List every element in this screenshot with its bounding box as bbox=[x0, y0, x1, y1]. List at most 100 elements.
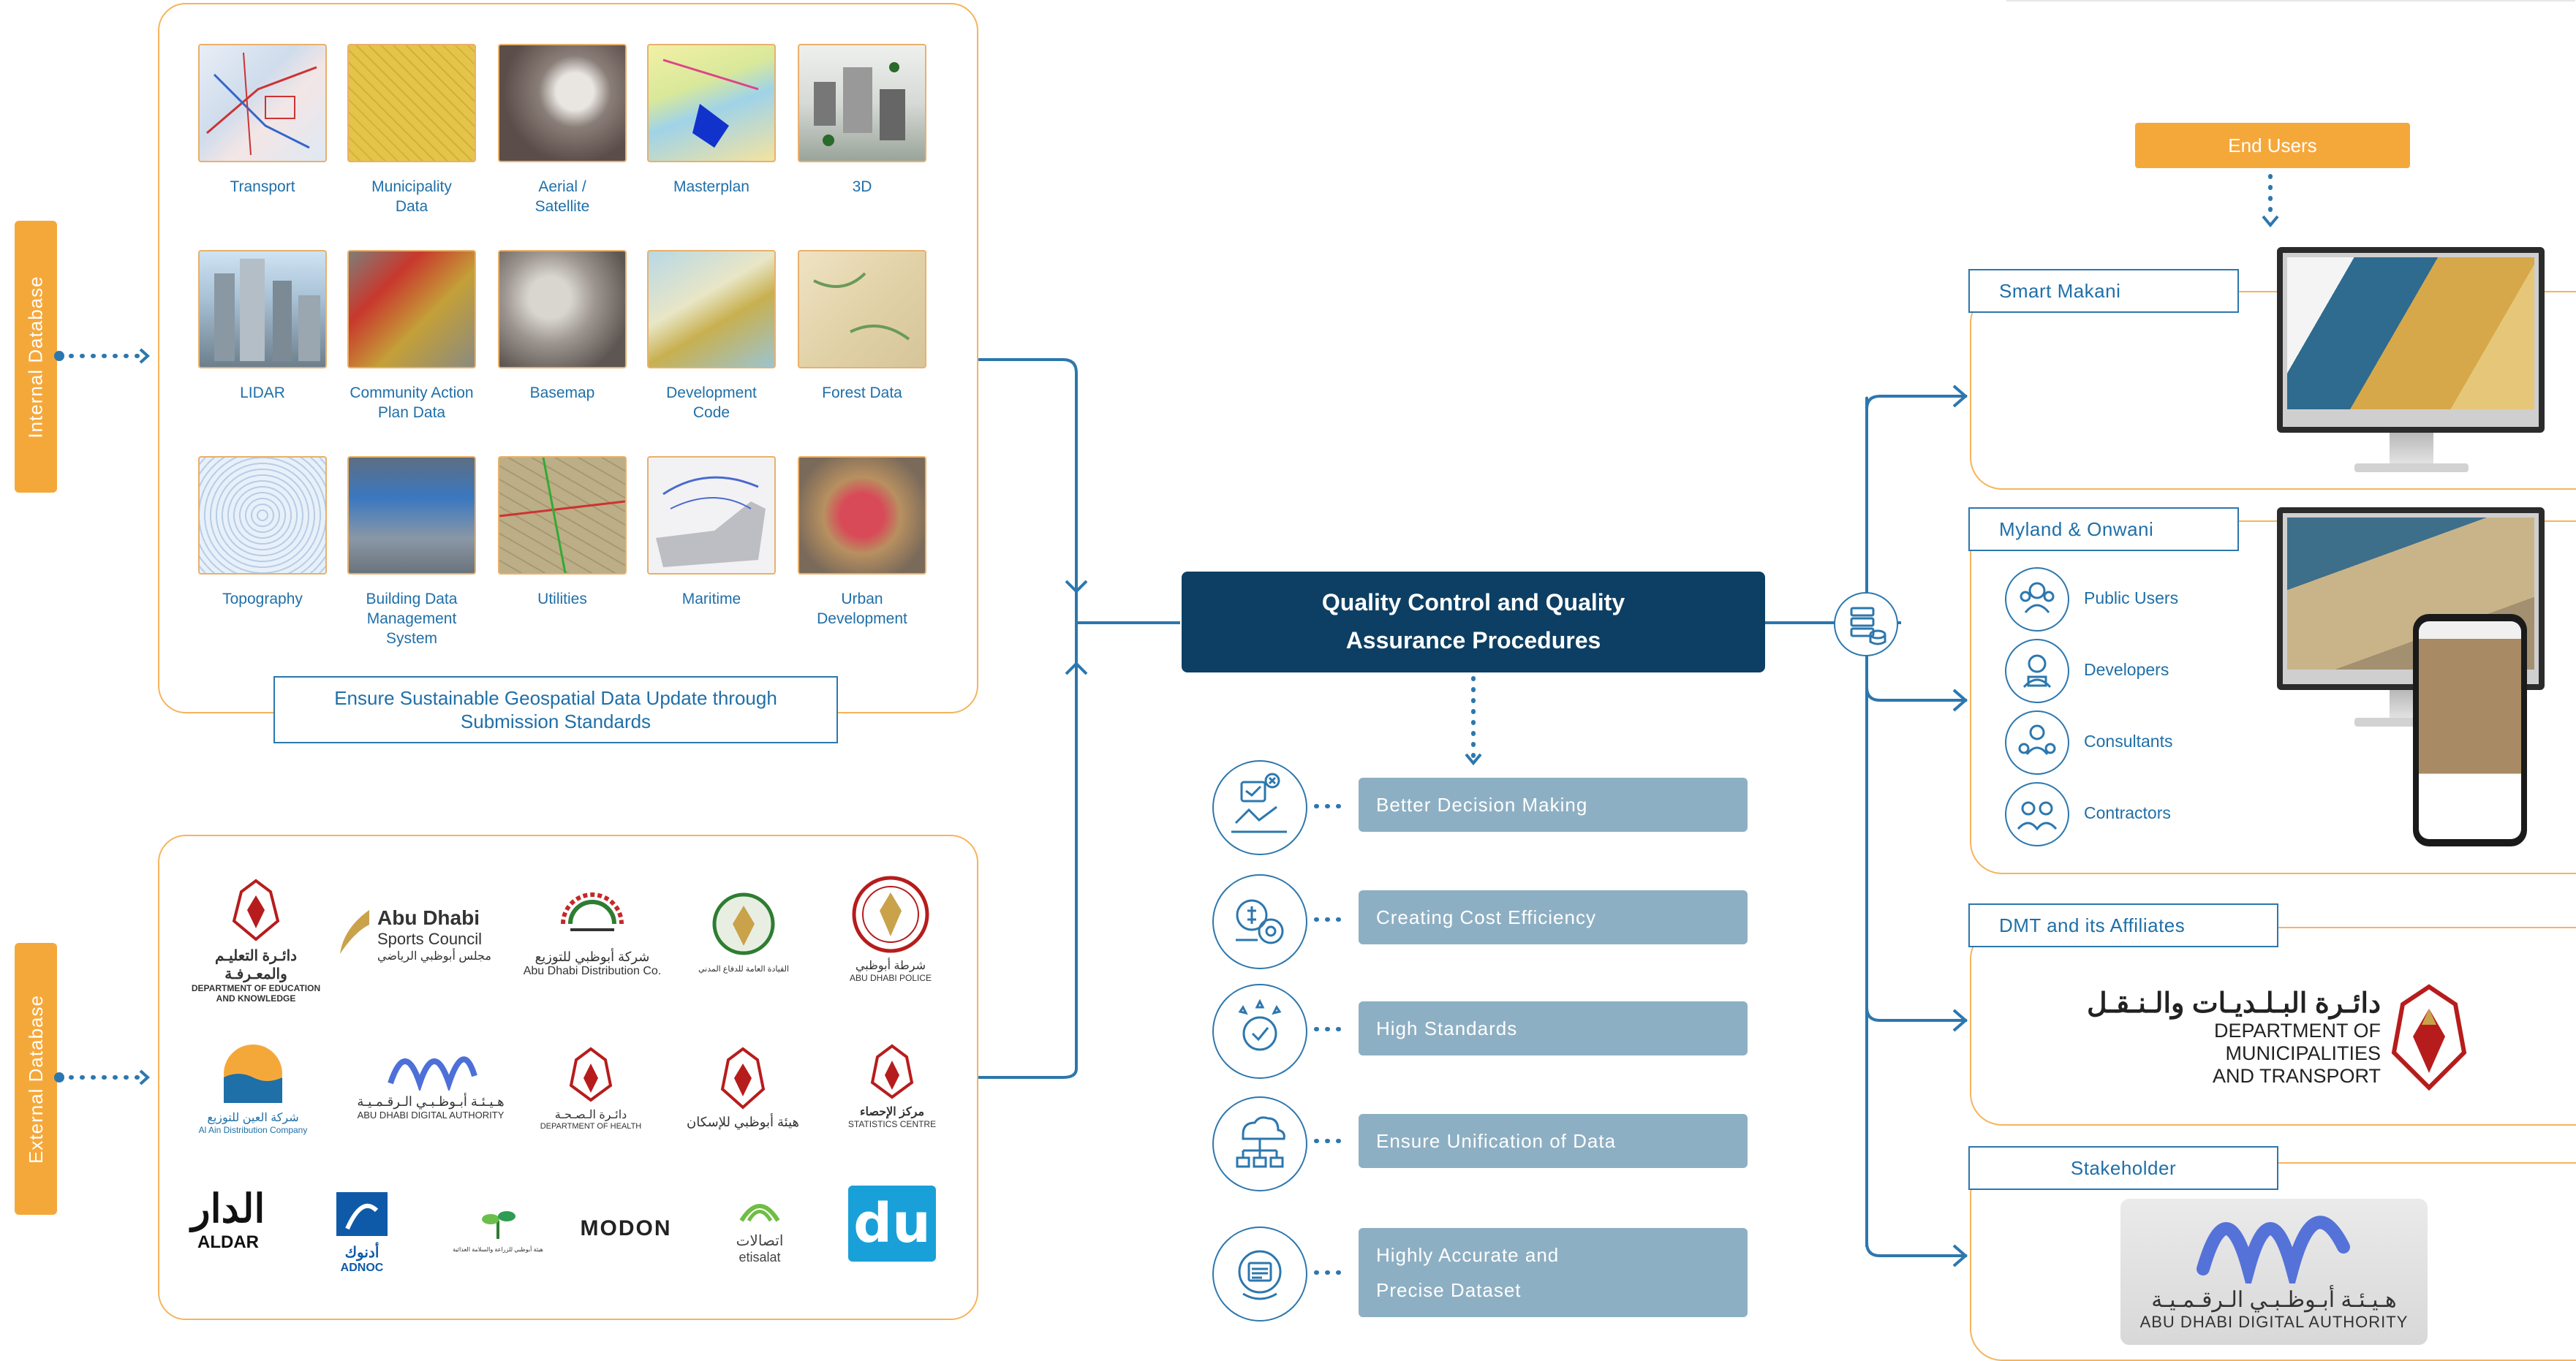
tile-community-action-plan: Community Action Plan Data bbox=[347, 250, 477, 422]
tile-label: Forest Data bbox=[822, 384, 902, 401]
standards-line-1: Ensure Sustainable Geospatial Data Updat… bbox=[334, 687, 777, 709]
sprout-icon bbox=[482, 1211, 515, 1239]
logo-du: du bbox=[848, 1186, 936, 1262]
municipality-map-thumbnail bbox=[347, 44, 476, 162]
tile-label: LIDAR bbox=[240, 384, 285, 401]
lidar-thumbnail bbox=[198, 250, 327, 368]
myland-label: Myland & Onwani bbox=[1999, 518, 2154, 540]
logo-text: MODON bbox=[580, 1216, 672, 1240]
tile-label: Community Action Plan Data bbox=[350, 384, 474, 421]
tile-label: Transport bbox=[230, 178, 295, 195]
logo-adnoc: أدنوك ADNOC bbox=[322, 1188, 402, 1275]
tile-basemap: Basemap bbox=[497, 250, 627, 403]
tile-label: Municipality Data bbox=[371, 178, 452, 215]
logo-ar: مجلس أبوظبي الرياضي bbox=[377, 950, 491, 963]
smart-makani-label-box: Smart Makani bbox=[1968, 269, 2239, 313]
tile-urban-development: Urban Development bbox=[797, 456, 927, 629]
myland-monitor bbox=[2277, 507, 2545, 690]
dmt-logo-en-2: AND TRANSPORT bbox=[2212, 1065, 2381, 1087]
forest-thumbnail bbox=[798, 250, 926, 368]
tile-label: Basemap bbox=[529, 384, 595, 401]
tile-development-code: Development Code bbox=[646, 250, 777, 422]
tile-label: Urban Development bbox=[817, 591, 907, 627]
dmt-logo-en-1: DEPARTMENT OF MUNICIPALITIES bbox=[2213, 1020, 2381, 1064]
monitor-stand bbox=[2390, 433, 2433, 465]
developers-label: Developers bbox=[2084, 660, 2169, 679]
myland-phone bbox=[2413, 614, 2527, 846]
benefit-label-line-2: Precise Dataset bbox=[1376, 1279, 1522, 1301]
tile-building-data: Building Data Management System bbox=[347, 456, 477, 648]
benefit-label: Creating Cost Efficiency bbox=[1376, 906, 1596, 928]
logo-etisalat: اتصالات etisalat bbox=[719, 1191, 800, 1265]
high-standards-icon bbox=[1212, 984, 1307, 1079]
contractors-icon bbox=[2005, 782, 2069, 846]
tile-aerial-satellite: Aerial / Satellite bbox=[497, 44, 627, 216]
qc-line-2: Assurance Procedures bbox=[1345, 627, 1601, 653]
housing-emblem-icon bbox=[720, 1047, 766, 1110]
dmt-panel bbox=[1970, 927, 2576, 1126]
logo-ar: أدنوك bbox=[344, 1245, 379, 1261]
developers-icon bbox=[2005, 639, 2069, 703]
urban-development-thumbnail bbox=[798, 456, 926, 575]
phone-screen bbox=[2419, 621, 2521, 839]
logo-ar: شركة العين للتوزيع bbox=[207, 1112, 299, 1124]
tile-label: Topography bbox=[222, 591, 303, 607]
sun-wave-icon bbox=[224, 1045, 282, 1103]
tile-forest-data: Forest Data bbox=[797, 250, 927, 403]
tile-municipality-data: Municipality Data bbox=[347, 44, 477, 216]
logo-en: ADNOC bbox=[340, 1262, 384, 1274]
dmt-logo: دائـرة البـلـديـات والـنـقـل DEPARTMENT … bbox=[2074, 987, 2381, 1088]
tile-masterplan: Masterplan bbox=[646, 44, 777, 197]
unification-icon bbox=[1212, 1096, 1307, 1191]
logo-police: شرطة أبوظبي ABU DHABI POLICE bbox=[832, 874, 949, 983]
internal-database-tab: Internal Database bbox=[15, 221, 57, 493]
consultants-label: Consultants bbox=[2084, 732, 2173, 751]
myland-label-box: Myland & Onwani bbox=[1968, 507, 2239, 551]
benefit-highly-accurate: Highly Accurate and Precise Dataset bbox=[1359, 1228, 1748, 1317]
tile-3d: 3D bbox=[797, 44, 927, 197]
internal-arrow-dot bbox=[54, 351, 64, 361]
monitor-base bbox=[2354, 463, 2469, 472]
benefit-label: Ensure Unification of Data bbox=[1376, 1129, 1617, 1152]
cost-efficiency-icon bbox=[1212, 874, 1307, 969]
logo-health: دائـرة الـصـحـة DEPARTMENT OF HEALTH bbox=[532, 1045, 649, 1131]
logo-ar: دائـرة التعليـم والمعـرفـة bbox=[214, 948, 298, 982]
logo-civil-defence: القيادة العامة للدفاع المدني bbox=[689, 887, 798, 974]
logo-modon: MODON bbox=[575, 1216, 677, 1241]
benefit-label-line-1: Highly Accurate and bbox=[1376, 1244, 1560, 1266]
tile-utilities: Utilities bbox=[497, 456, 627, 609]
logo-en: ALDAR bbox=[197, 1232, 259, 1252]
logo-distribution: شركة أبوظبي للتوزيع Abu Dhabi Distributi… bbox=[512, 880, 673, 978]
database-hub-icon bbox=[1834, 592, 1898, 656]
logo-en: STATISTICS CENTRE bbox=[847, 1119, 937, 1129]
decision-making-icon bbox=[1212, 760, 1307, 855]
logo-aldar: الدار ALDAR bbox=[184, 1186, 272, 1253]
smart-makani-label: Smart Makani bbox=[1999, 279, 2121, 302]
public-users-icon bbox=[2005, 567, 2069, 632]
logo-title: Abu Dhabi bbox=[377, 906, 480, 929]
top-right-rule bbox=[2006, 0, 2575, 1]
stakeholder-label: Stakeholder bbox=[2070, 1156, 2177, 1179]
tile-topography: Topography bbox=[197, 456, 328, 609]
logo-statistics: مركز الإحصاء STATISTICS CENTRE bbox=[834, 1042, 951, 1129]
swoosh-icon bbox=[340, 910, 369, 954]
masterplan-thumbnail bbox=[647, 44, 776, 162]
logo-en: DEPARTMENT OF EDUCATION AND KNOWLEDGE bbox=[191, 983, 321, 1004]
external-arrow-dot bbox=[54, 1072, 64, 1083]
utilities-thumbnail bbox=[498, 456, 627, 575]
logo-ar: الدار bbox=[191, 1187, 265, 1231]
benefit-unification: Ensure Unification of Data bbox=[1359, 1114, 1748, 1168]
tile-label: Development Code bbox=[666, 384, 757, 421]
building-data-thumbnail bbox=[347, 456, 476, 575]
etisalat-icon bbox=[739, 1204, 780, 1222]
logo-ar: مركز الإحصاء bbox=[859, 1106, 925, 1118]
dmt-label: DMT and its Affiliates bbox=[1999, 914, 2186, 936]
qc-box: Quality Control and Quality Assurance Pr… bbox=[1182, 572, 1765, 672]
smart-makani-monitor bbox=[2277, 247, 2545, 433]
benefit-better-decision-making: Better Decision Making bbox=[1359, 778, 1748, 832]
end-users-box: End Users bbox=[2135, 123, 2410, 168]
development-code-thumbnail bbox=[647, 250, 776, 368]
topography-thumbnail bbox=[198, 456, 327, 575]
logo-ar: هيئة أبوظبي للزراعة والسلامة الغذائية bbox=[453, 1246, 543, 1253]
logo-text: du bbox=[853, 1192, 931, 1255]
